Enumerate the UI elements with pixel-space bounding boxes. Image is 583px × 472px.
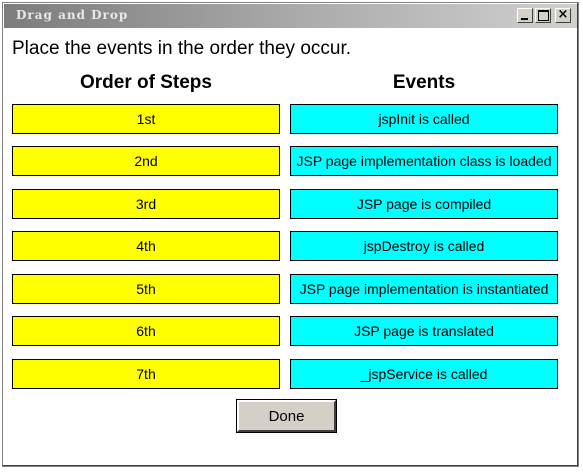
event-item[interactable]: jspDestroy is called	[290, 231, 558, 261]
done-button[interactable]: Done	[236, 399, 337, 433]
steps-column-header: Order of Steps	[80, 72, 212, 93]
event-item[interactable]: JSP page is translated	[290, 316, 558, 346]
title-bar[interactable]: Drag and Drop ×	[4, 4, 577, 28]
minimize-button[interactable]	[517, 8, 533, 23]
event-item[interactable]: JSP page implementation class is loaded	[290, 146, 558, 176]
events-column-header: Events	[392, 72, 456, 93]
step-slot-4[interactable]: 4th	[12, 231, 280, 261]
step-slot-7[interactable]: 7th	[12, 359, 280, 389]
step-slot-1[interactable]: 1st	[12, 104, 280, 134]
close-button[interactable]: ×	[555, 7, 571, 23]
step-slot-5[interactable]: 5th	[12, 274, 280, 304]
instruction-text: Place the events in the order they occur…	[12, 38, 352, 59]
event-item[interactable]: JSP page is compiled	[290, 189, 558, 219]
event-item[interactable]: jspInit is called	[290, 104, 558, 134]
close-icon: ×	[557, 7, 569, 22]
step-slot-2[interactable]: 2nd	[12, 146, 280, 176]
event-item[interactable]: _jspService is called	[290, 359, 558, 389]
step-slot-3[interactable]: 3rd	[12, 189, 280, 219]
minimize-icon	[521, 18, 528, 20]
step-slot-6[interactable]: 6th	[12, 316, 280, 346]
maximize-icon	[538, 10, 549, 21]
event-item[interactable]: JSP page implementation is instantiated	[290, 274, 558, 304]
maximize-button[interactable]	[535, 8, 551, 23]
window-title: Drag and Drop	[16, 8, 129, 22]
